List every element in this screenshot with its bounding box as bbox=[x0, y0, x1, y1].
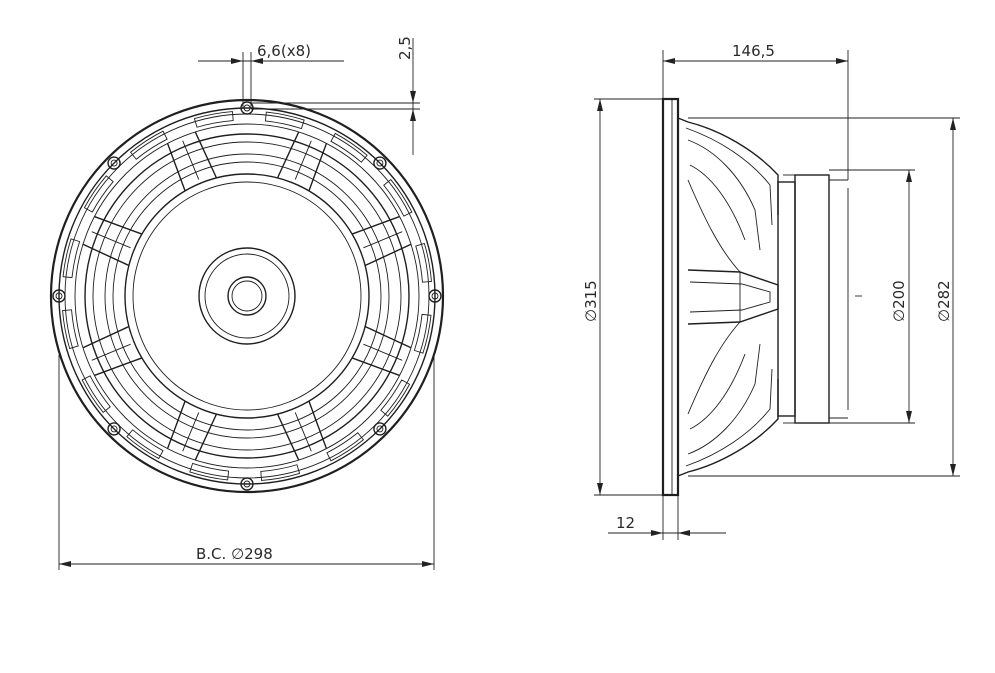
mounting-hole-inner bbox=[431, 292, 439, 300]
front-outer-rim bbox=[49, 98, 445, 494]
front-rim-ring-4 bbox=[74, 123, 420, 469]
outer-diameter-label: ∅315 bbox=[582, 280, 600, 322]
front-magnet-outer bbox=[124, 173, 370, 419]
front-rim-ring-3 bbox=[64, 113, 430, 479]
side-basket-top bbox=[677, 117, 779, 215]
top-thickness-label: 2,5 bbox=[396, 36, 414, 60]
front-basket-ring-4 bbox=[112, 161, 382, 431]
rim-slot bbox=[413, 313, 432, 354]
side-basket-bottom bbox=[677, 379, 779, 477]
mounting-hole bbox=[373, 156, 387, 170]
rim-slot bbox=[83, 175, 114, 213]
front-basket-ring-3 bbox=[104, 153, 390, 439]
mounting-hole bbox=[107, 422, 121, 436]
front-pole-ring-2 bbox=[204, 253, 290, 339]
rim-slot bbox=[415, 242, 432, 283]
basket-diameter-label: ∅282 bbox=[935, 280, 953, 322]
front-view bbox=[49, 98, 445, 494]
side-flange bbox=[661, 97, 680, 497]
mounting-hole bbox=[240, 101, 254, 115]
rim-slot bbox=[330, 132, 368, 163]
hole-diameter-label: 6,6(x8) bbox=[257, 42, 311, 60]
basket-spoke-center bbox=[363, 343, 403, 361]
basket-spoke bbox=[166, 131, 218, 192]
rim-slot bbox=[81, 375, 111, 414]
basket-spoke bbox=[82, 215, 143, 267]
mounting-hole bbox=[107, 156, 121, 170]
basket-spoke-center bbox=[294, 140, 312, 180]
side-view bbox=[661, 97, 849, 497]
side-magnet bbox=[794, 174, 830, 424]
rim-slot bbox=[62, 238, 81, 279]
side-backplate bbox=[777, 181, 796, 417]
front-rim-ring-2 bbox=[58, 107, 436, 485]
rim-slot bbox=[126, 429, 164, 460]
front-pole-ring-4 bbox=[231, 280, 263, 312]
front-pole-ring-1 bbox=[198, 247, 296, 345]
mounting-hole bbox=[52, 289, 66, 303]
rim-slot bbox=[193, 111, 234, 128]
front-basket-ring-2 bbox=[92, 141, 402, 451]
rim-slot bbox=[326, 432, 365, 462]
mounting-hole-inner bbox=[110, 159, 118, 167]
front-rim-slots bbox=[62, 111, 432, 481]
rim-slot bbox=[383, 178, 413, 217]
basket-spoke bbox=[351, 215, 412, 267]
mounting-hole-inner bbox=[243, 480, 251, 488]
rim-slot bbox=[380, 379, 411, 417]
front-basket-spokes bbox=[82, 131, 412, 461]
basket-spoke-center bbox=[294, 412, 312, 452]
side-dimensions: 146,5 ∅315 ∅200 ∅282 12 bbox=[582, 42, 960, 540]
mounting-hole-inner bbox=[376, 159, 384, 167]
flange-thickness-label: 12 bbox=[616, 514, 635, 532]
basket-spoke bbox=[351, 325, 412, 377]
front-pole-ring-3 bbox=[227, 276, 267, 316]
basket-spoke-center bbox=[182, 412, 200, 452]
rim-slot bbox=[129, 130, 168, 160]
magnet-diameter-label: ∅200 bbox=[890, 280, 908, 322]
mounting-hole-inner bbox=[243, 104, 251, 112]
basket-spoke-center bbox=[182, 140, 200, 180]
depth-label: 146,5 bbox=[732, 42, 775, 60]
mounting-hole bbox=[373, 422, 387, 436]
basket-spoke bbox=[82, 325, 143, 377]
front-dimensions: 6,6(x8) 2,5 B.C. ∅298 bbox=[58, 36, 435, 570]
basket-spoke bbox=[276, 131, 328, 192]
mounting-hole-inner bbox=[55, 292, 63, 300]
basket-spoke-center bbox=[91, 343, 131, 361]
mounting-hole bbox=[240, 477, 254, 491]
front-mounting-holes bbox=[52, 101, 442, 491]
mounting-hole-inner bbox=[110, 425, 118, 433]
front-basket-ring-1 bbox=[84, 133, 410, 459]
mounting-hole-inner bbox=[376, 425, 384, 433]
rim-slot bbox=[260, 464, 301, 481]
basket-spoke bbox=[276, 400, 328, 461]
basket-spoke-center bbox=[363, 231, 403, 249]
mounting-hole bbox=[428, 289, 442, 303]
bolt-circle-label: B.C. ∅298 bbox=[196, 545, 273, 563]
rim-slot bbox=[189, 462, 230, 481]
basket-spoke-center bbox=[91, 231, 131, 249]
basket-spoke bbox=[166, 400, 218, 461]
rim-slot bbox=[62, 309, 79, 350]
rim-slot bbox=[264, 111, 305, 130]
front-magnet-inner bbox=[132, 181, 362, 411]
